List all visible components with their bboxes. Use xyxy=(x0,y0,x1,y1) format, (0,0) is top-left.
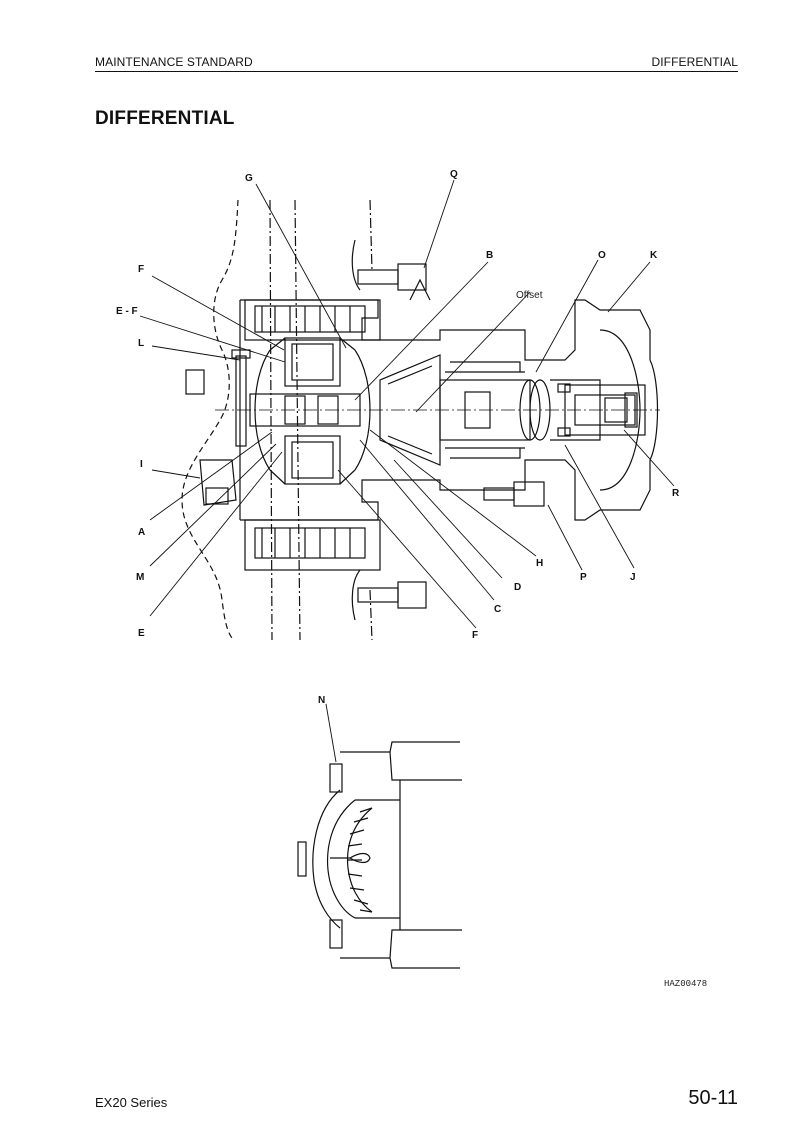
label-o: O xyxy=(598,250,606,261)
page-title: DIFFERENTIAL xyxy=(95,108,235,129)
label-i: I xyxy=(140,459,143,470)
label-d: D xyxy=(514,582,521,593)
page-number: 50-11 xyxy=(688,1087,738,1109)
header-section-title: MAINTENANCE STANDARD xyxy=(95,55,253,69)
drawing-code: HAZ00478 xyxy=(664,979,707,989)
label-g: G xyxy=(245,173,253,184)
label-b: B xyxy=(486,250,493,261)
label-a: A xyxy=(138,527,145,538)
label-k: K xyxy=(650,250,658,261)
label-f-bottom: F xyxy=(472,630,478,641)
label-e: E xyxy=(138,628,145,639)
differential-cross-section xyxy=(181,199,660,641)
header-rule xyxy=(95,71,738,72)
label-e-f: E - F xyxy=(116,306,138,317)
bearing-cap-detail xyxy=(297,741,462,969)
label-l: L xyxy=(138,338,144,349)
label-m: M xyxy=(136,572,144,583)
label-n: N xyxy=(318,695,325,706)
label-offset: Offset xyxy=(516,290,543,301)
label-j: J xyxy=(630,572,636,583)
label-h: H xyxy=(536,558,543,569)
label-p: P xyxy=(580,572,587,583)
label-c: C xyxy=(494,604,501,615)
label-q: Q xyxy=(450,169,458,180)
footer-series: EX20 Series xyxy=(95,1095,168,1110)
label-r: R xyxy=(672,488,680,499)
header-chapter-title: DIFFERENTIAL xyxy=(651,55,738,69)
part-labels: G Q F E - F L I A M E B O K Offset R H P… xyxy=(116,169,680,641)
leader-line-n xyxy=(325,703,337,763)
label-f-top: F xyxy=(138,264,144,275)
leader-lines xyxy=(139,179,675,629)
